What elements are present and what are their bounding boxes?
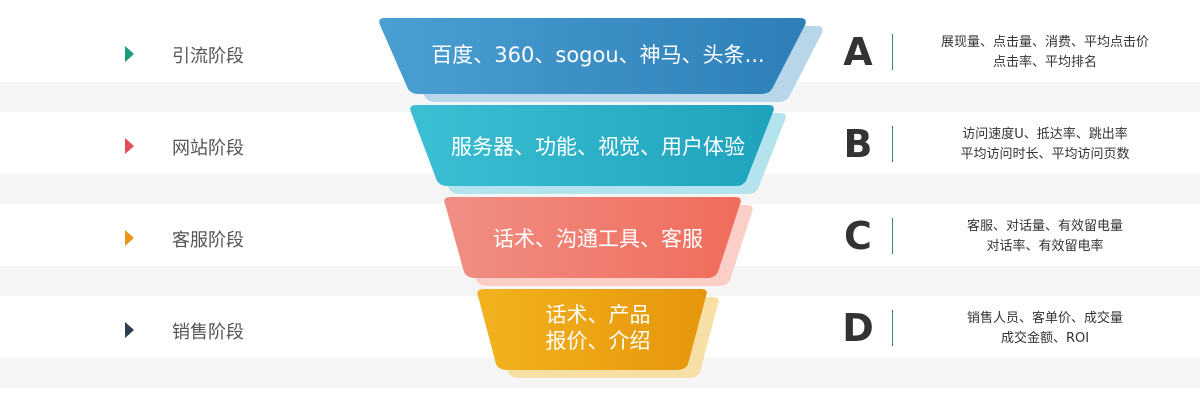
metric-line: 对话率、有效留电率	[986, 239, 1104, 254]
stage-letter: C	[844, 214, 872, 258]
triangle-marker-icon	[125, 138, 134, 154]
metric-line: 平均访问时长、平均访问页数	[960, 147, 1130, 162]
metrics-block-3: 客服、对话量、有效留电量 对话率、有效留电率	[905, 217, 1185, 257]
metric-line: 点击率、平均排名	[992, 55, 1097, 70]
triangle-marker-icon	[125, 322, 134, 338]
metric-line: 销售人员、客单价、成交量	[966, 311, 1123, 326]
divider	[892, 126, 893, 162]
metric-line: 客服、对话量、有效留电量	[966, 219, 1123, 234]
stage-row-3: 客服阶段	[0, 218, 380, 258]
funnel-text-3: 话术、沟通工具、客服	[493, 227, 703, 251]
stage-label: 网站阶段	[172, 138, 244, 159]
stage-label: 销售阶段	[172, 322, 244, 343]
funnel-text-4b: 报价、介绍	[546, 329, 651, 353]
stage-letter: D	[842, 306, 874, 350]
stage-row-2: 网站阶段	[0, 126, 380, 166]
funnel-text-4a: 话术、产品	[546, 303, 651, 327]
funnel-segment-2	[410, 105, 774, 186]
funnel-text-2: 服务器、功能、视觉、用户体验	[451, 135, 745, 159]
stage-label: 客服阶段	[172, 230, 244, 251]
metric-line: 访问速度U、抵达率、跳出率	[962, 127, 1128, 142]
metrics-block-4: 销售人员、客单价、成交量 成交金额、ROI	[905, 309, 1185, 349]
metrics-block-2: 访问速度U、抵达率、跳出率 平均访问时长、平均访问页数	[905, 125, 1185, 165]
divider	[892, 34, 893, 70]
funnel-text-1: 百度、360、sogou、神马、头条...	[431, 43, 764, 67]
metric-line: 成交金额、ROI	[1000, 331, 1090, 346]
metrics-block-1: 展现量、点击量、消费、平均点击价 点击率、平均排名	[905, 33, 1185, 73]
stage-letter: A	[843, 30, 873, 74]
funnel-segment-4	[477, 289, 707, 370]
divider	[892, 310, 893, 346]
stage-row-4: 销售阶段	[0, 310, 380, 350]
funnel-segment-3	[444, 197, 741, 278]
stage-label: 引流阶段	[172, 46, 244, 67]
divider	[892, 218, 893, 254]
stage-row-1: 引流阶段	[0, 34, 380, 74]
funnel-segment-1	[379, 18, 806, 94]
triangle-marker-icon	[125, 230, 134, 246]
triangle-marker-icon	[125, 46, 134, 62]
stage-letter: B	[843, 122, 873, 166]
metric-line: 展现量、点击量、消费、平均点击价	[940, 35, 1149, 50]
